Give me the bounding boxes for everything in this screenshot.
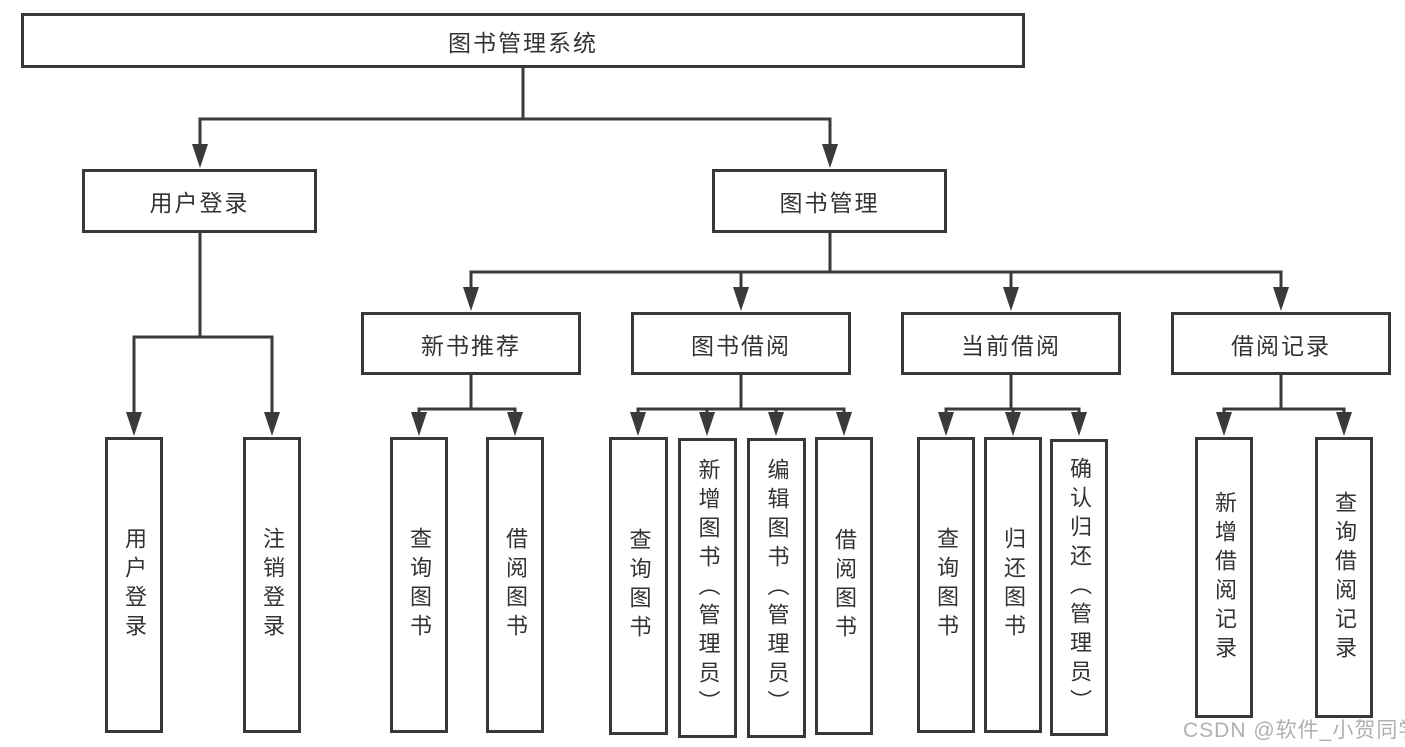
node-label: 确认归还（管理员） [1067, 457, 1092, 718]
arrowheads [126, 144, 1352, 436]
node-label: 新增借阅记录 [1212, 490, 1237, 665]
node-label: 借阅图书 [832, 528, 857, 644]
node-label: 查询借阅记录 [1332, 490, 1357, 665]
leaf-borrowing-edit-books-admin: 编辑图书（管理员） [747, 438, 806, 738]
node-library-management-system: 图书管理系统 [21, 13, 1025, 68]
csdn-watermark: CSDN @软件_小贺同学 [1183, 719, 1405, 742]
leaf-records-query-record: 查询借阅记录 [1315, 437, 1373, 718]
node-label: 图书借阅 [691, 332, 791, 359]
node-label: 查询图书 [626, 528, 652, 644]
node-label: 当前借阅 [961, 332, 1061, 359]
leaf-borrowing-query-books: 查询图书 [609, 437, 668, 735]
node-label: 查询图书 [407, 527, 432, 643]
node-label: 借阅记录 [1231, 332, 1331, 359]
leaf-borrowing-borrow-books: 借阅图书 [815, 437, 873, 735]
leaf-logout-login: 注销登录 [243, 437, 301, 733]
node-label: 查询图书 [934, 527, 959, 643]
node-label: 注销登录 [260, 527, 285, 643]
node-label: 用户登录 [122, 527, 147, 643]
node-label: 归还图书 [1001, 527, 1026, 643]
node-new-book-recommend: 新书推荐 [361, 312, 581, 375]
node-label: 编辑图书（管理员） [764, 457, 790, 719]
node-label: 借阅图书 [503, 527, 528, 643]
node-label: 新书推荐 [421, 332, 521, 359]
leaf-records-add-record: 新增借阅记录 [1195, 437, 1253, 718]
leaf-current-return-books: 归还图书 [984, 437, 1042, 733]
node-book-borrowing: 图书借阅 [631, 312, 851, 375]
leaf-borrowing-add-books-admin: 新增图书（管理员） [678, 438, 737, 738]
leaf-recommend-borrow-books: 借阅图书 [486, 437, 544, 733]
node-label: 图书管理系统 [448, 29, 598, 56]
node-current-borrowing: 当前借阅 [901, 312, 1121, 375]
node-label: 新增图书（管理员） [695, 457, 721, 719]
leaf-user-login: 用户登录 [105, 437, 163, 733]
node-borrowing-records: 借阅记录 [1171, 312, 1391, 375]
leaf-current-query-books: 查询图书 [917, 437, 975, 733]
node-user-login: 用户登录 [82, 169, 317, 233]
node-book-management: 图书管理 [712, 169, 947, 233]
node-label: 用户登录 [149, 190, 250, 216]
leaf-recommend-query-books: 查询图书 [390, 437, 448, 733]
leaf-current-confirm-return-admin: 确认归还（管理员） [1050, 439, 1108, 736]
node-label: 图书管理 [779, 190, 880, 216]
